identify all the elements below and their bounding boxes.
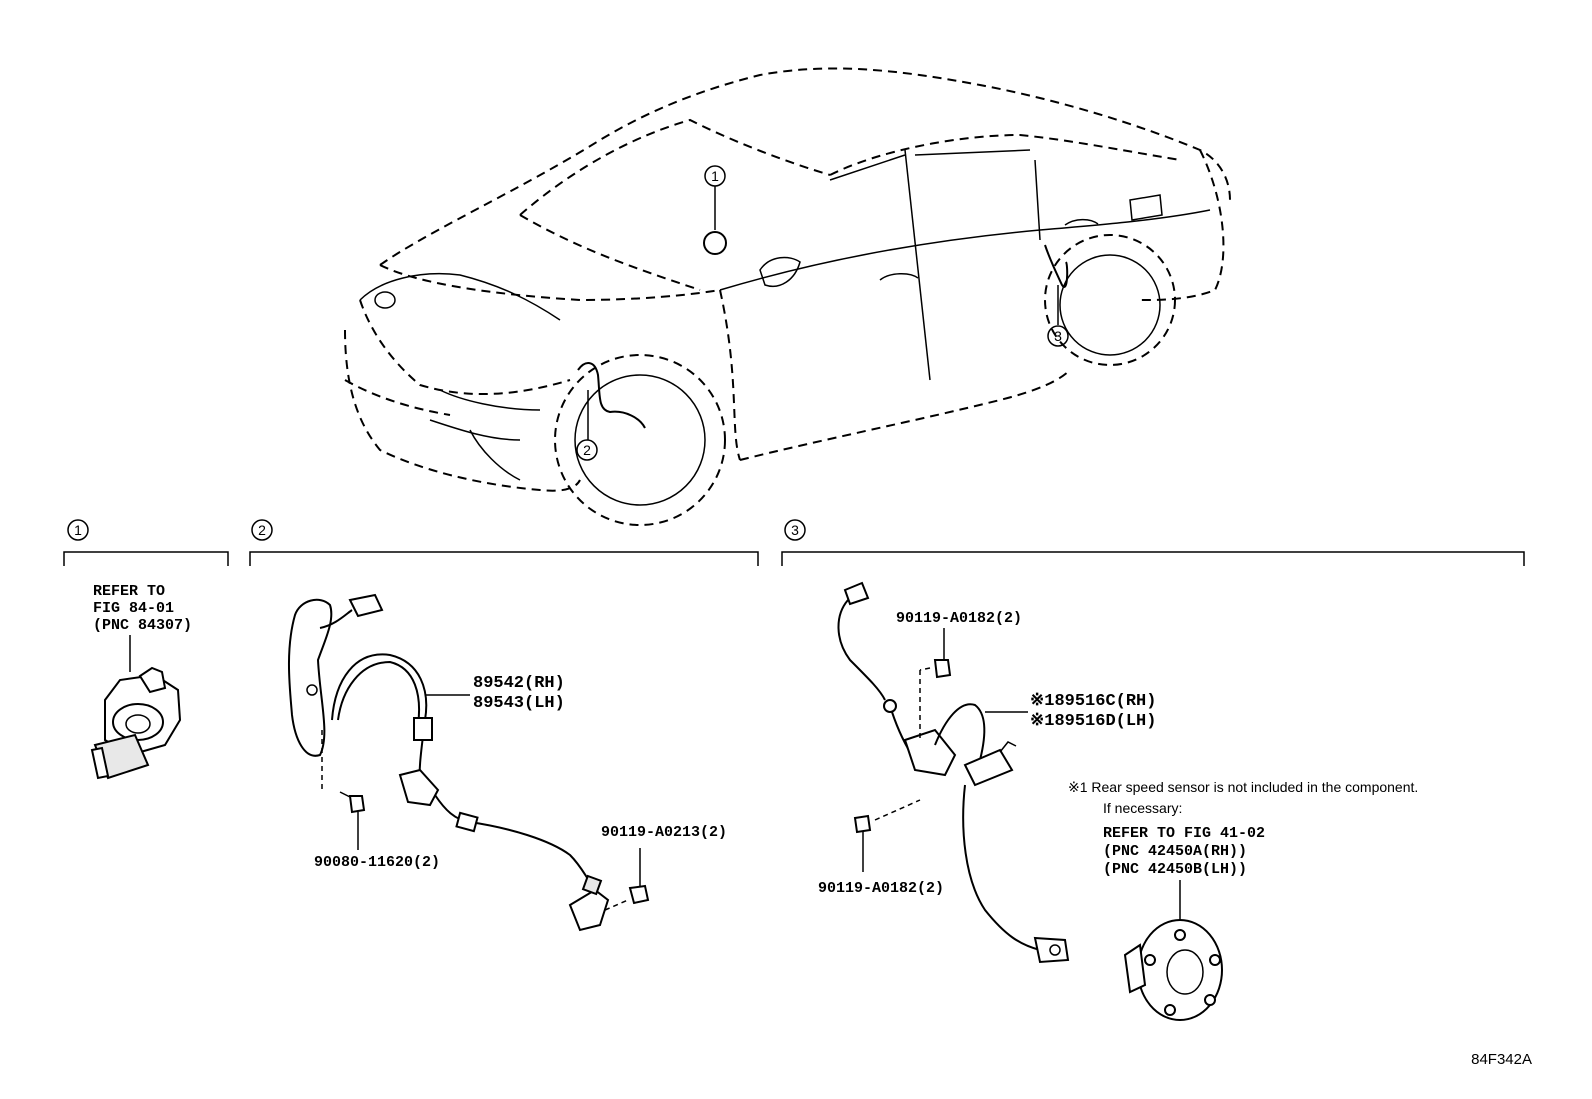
rear-speed-sensor-part xyxy=(837,581,1070,964)
section3-refer-line3: (PNC 42450B(LH)) xyxy=(1103,861,1247,878)
callout-3-marker xyxy=(1044,244,1069,347)
callout-1-label: 1 xyxy=(711,168,719,184)
section3-refer-line2: (PNC 42450A(RH)) xyxy=(1103,843,1247,860)
section1-refer-line2: FIG 84-01 xyxy=(93,600,174,617)
section3-note-line1: ※1 Rear speed sensor is not included in … xyxy=(1068,779,1418,795)
callout-1-marker xyxy=(703,165,727,255)
section3-bolt-bottom-label: 90119-A0182(2) xyxy=(818,880,944,897)
rear-axle-hub-part xyxy=(1123,919,1223,1021)
section-1-number: 1 xyxy=(74,522,82,538)
section-2-number: 2 xyxy=(258,522,266,538)
section3-note-line2: If necessary: xyxy=(1103,800,1182,816)
bolt-90080-part xyxy=(321,730,366,850)
bolt-90119-A0182-top-part xyxy=(919,628,952,740)
section-3-header: 3 xyxy=(781,519,1525,566)
section1-refer-line1: REFER TO xyxy=(93,583,165,600)
figure-code: 84F342A xyxy=(1471,1051,1532,1068)
callout-3-label: 3 xyxy=(1054,328,1062,344)
section-1-header: 1 xyxy=(63,519,229,566)
section-3-number: 3 xyxy=(791,522,799,538)
car-outline xyxy=(344,67,1231,526)
front-speed-sensor-part xyxy=(287,593,610,932)
section3-bolt-top-label: 90119-A0182(2) xyxy=(896,610,1022,627)
section2-sensor-lh-label: 89543(LH) xyxy=(473,694,565,713)
section2-bolt-a-label: 90080-11620(2) xyxy=(314,854,440,871)
section2-bolt-b-label: 90119-A0213(2) xyxy=(601,824,727,841)
section3-refer-line1: REFER TO FIG 41-02 xyxy=(1103,825,1265,842)
section3-sensor-rh-label: ※189516C(RH) xyxy=(1030,692,1156,711)
spiral-cable-part xyxy=(90,666,182,780)
bolt-90119-A0182-bottom-part xyxy=(853,799,921,872)
section1-refer-line3: (PNC 84307) xyxy=(93,617,192,634)
bolt-90119-A0213-part xyxy=(604,848,650,911)
callout-2-label: 2 xyxy=(583,442,591,458)
section2-sensor-rh-label: 89542(RH) xyxy=(473,674,565,693)
section3-sensor-lh-label: ※189516D(LH) xyxy=(1030,712,1156,731)
section-2-header: 2 xyxy=(249,519,759,566)
callout-2-marker xyxy=(576,362,646,461)
